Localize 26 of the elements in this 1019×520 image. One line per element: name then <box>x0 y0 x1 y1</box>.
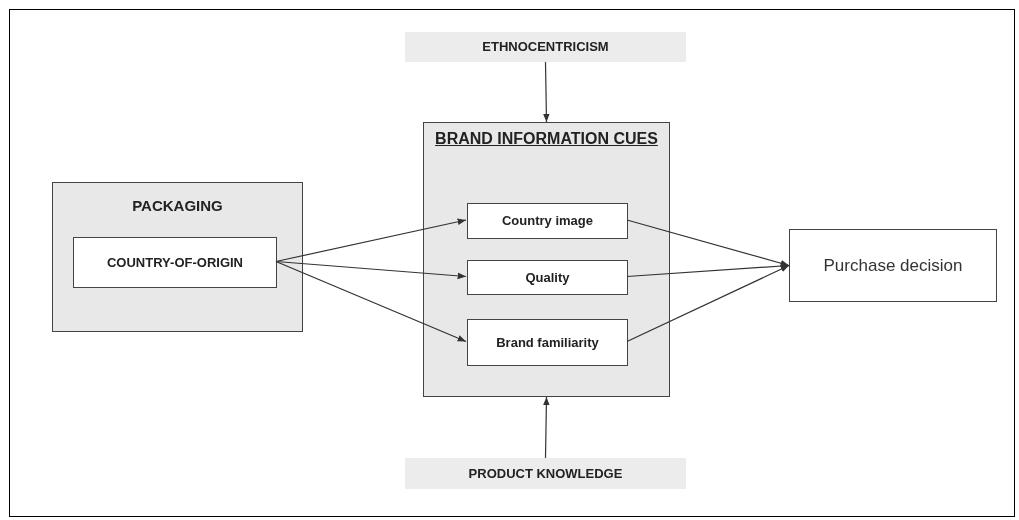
node-label: Quality <box>524 269 571 286</box>
factor-band <box>405 32 686 62</box>
group-box <box>52 182 303 332</box>
process-box <box>467 319 628 366</box>
outcome-box <box>789 229 997 302</box>
node-label: Purchase decision <box>822 254 964 277</box>
arrow <box>626 264 790 343</box>
node-label: COUNTRY-OF-ORIGIN <box>106 254 244 271</box>
process-box <box>467 203 628 239</box>
process-box <box>73 237 277 288</box>
group-heading: PACKAGING <box>131 197 224 216</box>
group-box <box>423 122 670 397</box>
arrow <box>543 396 550 459</box>
arrow <box>275 218 467 263</box>
arrow <box>626 262 790 278</box>
arrow <box>543 61 550 123</box>
arrow <box>275 260 467 343</box>
arrow <box>275 260 467 280</box>
arrow <box>626 219 790 267</box>
node-label: ETHNOCENTRICISM <box>481 38 610 56</box>
node-label: Brand familiarity <box>495 334 600 351</box>
node-label: Country image <box>501 212 594 230</box>
process-box <box>467 260 628 295</box>
factor-band <box>405 458 686 489</box>
node-label: PRODUCT KNOWLEDGE <box>467 465 624 482</box>
group-heading: BRAND INFORMATION CUES <box>434 129 659 149</box>
